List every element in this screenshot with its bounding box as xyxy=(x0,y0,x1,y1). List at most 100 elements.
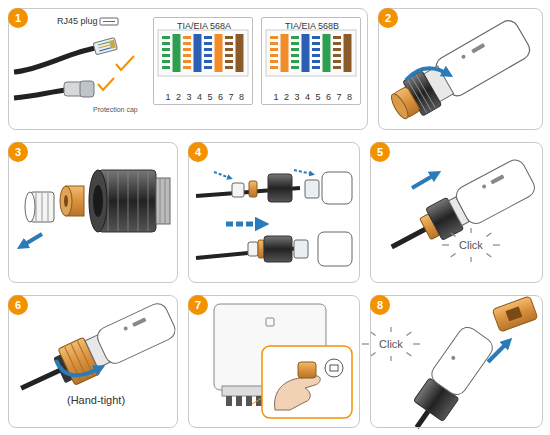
callout-number: 7 xyxy=(188,295,208,315)
sound-label: Click xyxy=(459,239,483,252)
click-burst-part xyxy=(486,253,491,257)
step-panel: 6(Hand-tight) xyxy=(8,295,178,428)
connector-tighten-part xyxy=(56,360,100,375)
pin-wires-568a-part xyxy=(225,34,233,72)
callout-number: 2 xyxy=(378,8,398,28)
pinout-box: TIA/EIA 568A 12345678 xyxy=(153,17,253,105)
connector-parts-part xyxy=(42,193,43,221)
network-cable-part xyxy=(14,90,66,98)
click-burst-part xyxy=(470,228,471,233)
pin-order-icon-part xyxy=(100,18,118,25)
cap-attach-part-part xyxy=(417,409,430,427)
connector-insert-part-part xyxy=(453,157,538,228)
inverter-part xyxy=(262,346,352,418)
click-burst xyxy=(442,228,500,262)
click-burst-part xyxy=(371,332,376,336)
network-cable-part xyxy=(80,81,94,97)
callout-number: 8 xyxy=(370,295,390,315)
network-cable-part xyxy=(98,78,114,90)
cable-threading-part xyxy=(322,172,352,204)
step-panel: 7 xyxy=(188,295,360,428)
cap-attach-part xyxy=(492,296,538,332)
pin-numbers: 12345678 xyxy=(166,92,250,102)
inverter-part xyxy=(226,396,232,406)
pin-wires-568a-part xyxy=(204,34,212,72)
connector-parts-part xyxy=(25,192,35,222)
click-burst-part xyxy=(442,244,449,245)
inverter-part xyxy=(325,359,343,377)
step-panel: 2 xyxy=(378,8,543,130)
click-burst-part xyxy=(390,356,391,361)
network-cable-part-part xyxy=(99,45,111,48)
connector-parts-part xyxy=(60,186,72,216)
inverter-part xyxy=(236,396,242,406)
click-burst-part xyxy=(451,253,456,257)
connector-insert-part-part xyxy=(490,174,504,184)
cable-threading-part xyxy=(268,174,292,202)
connector-unscrew-part-part xyxy=(471,43,485,53)
connector-insert xyxy=(382,157,538,265)
pin-wires-568a xyxy=(158,30,248,76)
connector-parts-part xyxy=(138,171,139,231)
pin-order-icon-part xyxy=(103,21,115,22)
pin-wires-568b-part xyxy=(312,34,320,72)
connector-parts-part xyxy=(36,193,37,221)
connector-parts-part xyxy=(165,178,166,224)
connector-unscrew xyxy=(385,17,533,127)
connector-parts xyxy=(22,170,170,246)
inverter xyxy=(214,304,352,418)
click-burst-part xyxy=(486,233,491,237)
cap-attach xyxy=(400,296,538,435)
pin-wires-568a-part xyxy=(194,34,202,72)
callout-number: 4 xyxy=(188,142,208,162)
click-burst-part xyxy=(390,327,391,332)
step-panel: 8Click xyxy=(370,295,543,428)
sound-label: Click xyxy=(379,338,403,351)
pin-wires-568b xyxy=(266,30,356,76)
connector-parts-part xyxy=(89,170,107,232)
connector-insert-part-part xyxy=(392,228,427,247)
click-burst-part xyxy=(470,257,471,262)
network-cable-part-part xyxy=(98,42,110,45)
cable-threading-part xyxy=(248,242,258,256)
connector-parts-part xyxy=(118,171,119,231)
cap-attach-part xyxy=(400,323,496,435)
network-cable xyxy=(14,18,134,98)
connector-tighten-part xyxy=(13,300,179,406)
pin-wires-568b-part xyxy=(323,34,331,72)
pin-wires-568b-part xyxy=(266,30,356,76)
click-burst-part xyxy=(406,332,411,336)
pin-order-icon xyxy=(100,18,118,25)
cable-threading xyxy=(196,170,352,266)
callout-number: 1 xyxy=(8,8,28,28)
connector-insert-part xyxy=(382,157,538,265)
note-label: (Hand-tight) xyxy=(67,394,125,407)
network-cable-part xyxy=(116,56,134,70)
standard-title: TIA/EIA 568B xyxy=(262,21,362,31)
click-burst-part xyxy=(493,244,500,245)
inverter-part xyxy=(330,365,338,371)
connector-unscrew-part-part xyxy=(388,92,411,121)
cable-threading-part xyxy=(214,172,230,178)
cable-threading-part xyxy=(318,232,352,266)
pin-wires-568b-part xyxy=(344,34,352,72)
connector-parts-part xyxy=(108,171,109,231)
pin-wires-568a-part xyxy=(236,34,244,72)
cable-threading-part xyxy=(258,240,264,258)
standard-title: TIA/EIA 568A xyxy=(154,21,254,31)
callout-number: 3 xyxy=(8,142,28,162)
part-label: RJ45 plug xyxy=(57,16,98,26)
pin-wires-568b-part xyxy=(333,34,341,72)
cap-attach-part-part xyxy=(505,306,522,321)
inverter-part xyxy=(298,362,316,378)
pinout-box: TIA/EIA 568B12345678 xyxy=(261,17,361,105)
click-burst-part xyxy=(406,352,411,356)
pin-wires-568a-part xyxy=(162,34,170,72)
connector-insert-part-part xyxy=(481,184,486,189)
part-label: Protection cap xyxy=(93,106,138,114)
connector-unscrew-part xyxy=(385,17,533,127)
cap-attach-part-part xyxy=(450,355,456,361)
pin-wires-568a-part xyxy=(173,34,181,72)
connector-tighten-part-part xyxy=(132,317,146,327)
connector-unscrew-part-part xyxy=(416,75,435,108)
